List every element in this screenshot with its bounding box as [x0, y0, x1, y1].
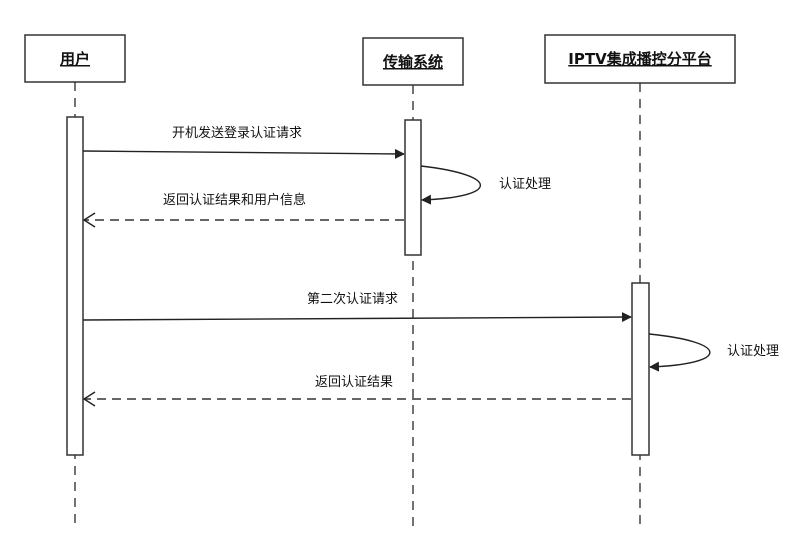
- self-label-iptv: 认证处理: [727, 344, 779, 359]
- open-arrowhead-2: [82, 391, 96, 407]
- self-arrow-iptv: [648, 333, 711, 372]
- participant-transport: 传输系统: [362, 37, 464, 86]
- self-arrow-transport: [420, 165, 482, 205]
- self-label-transport: 认证处理: [499, 177, 551, 192]
- activation-user: [66, 116, 84, 456]
- activation-iptv: [631, 282, 650, 456]
- message-label-auth-result-user-info: 返回认证结果和用户信息: [163, 192, 306, 208]
- message-label-second-auth-request: 第二次认证请求: [307, 291, 398, 307]
- participant-iptv-label: IPTV集成播控分平台: [568, 50, 711, 68]
- message-arrow-login-request: [82, 148, 405, 159]
- activation-transport: [404, 119, 422, 256]
- participant-user-label: 用户: [60, 50, 90, 68]
- participant-user: 用户: [24, 34, 126, 83]
- participant-transport-label: 传输系统: [382, 53, 443, 71]
- participant-iptv: IPTV集成播控分平台: [544, 34, 736, 84]
- message-label-auth-result: 返回认证结果: [315, 375, 393, 390]
- open-arrowhead-1: [82, 212, 96, 228]
- message-arrow-second-auth-request: [82, 312, 632, 323]
- message-label-login-request: 开机发送登录认证请求: [172, 125, 302, 141]
